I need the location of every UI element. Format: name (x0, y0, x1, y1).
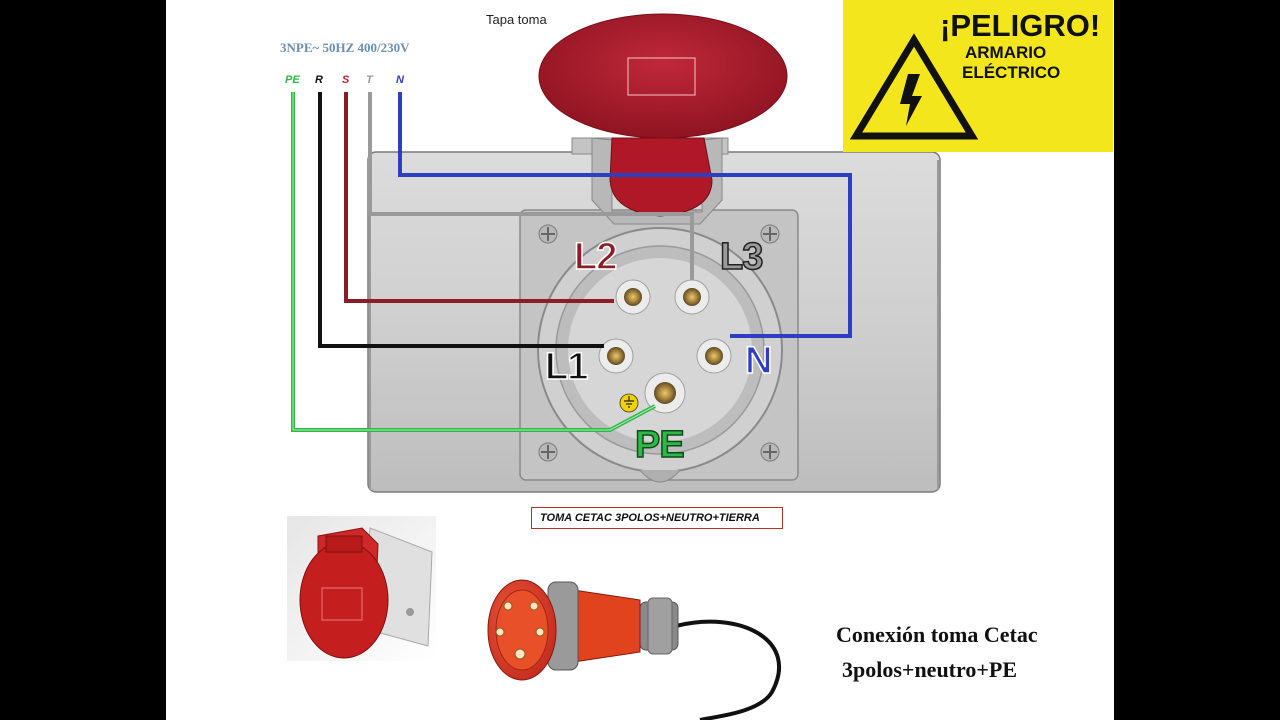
terminal-hole-l3 (674, 279, 710, 315)
terminal-hole-l2 (615, 279, 651, 315)
terminal-label-n: N (744, 339, 773, 383)
wire-r (318, 92, 604, 348)
lightning-bolt-icon (900, 74, 922, 126)
socket-photo (287, 516, 436, 661)
caption-box: TOMA CETAC 3POLOS+NEUTRO+TIERRA (531, 507, 783, 529)
socket-cover (538, 13, 788, 225)
terminal-label-l1: L1 (544, 345, 589, 389)
wire-n (398, 92, 852, 338)
screw-icon (760, 224, 780, 244)
footer-title-line2: 3polos+neutro+PE (842, 657, 1018, 682)
warning-sign (843, 0, 1113, 152)
screw-icon (760, 442, 780, 462)
screw-icon (538, 442, 558, 462)
terminal-label-l3: L3 (719, 235, 764, 279)
terminal-label-l2: L2 (573, 235, 618, 279)
wire-label-t: T (366, 74, 373, 86)
wire-label-pe: PE (285, 74, 300, 86)
wire-pe-inner (292, 92, 656, 431)
wire-t (368, 92, 694, 280)
plug-photo (487, 579, 781, 720)
supply-spec: 3NPE~ 50HZ 400/230V (280, 40, 410, 55)
warning-line1: ARMARIO (965, 43, 1047, 62)
ground-icon (619, 393, 639, 413)
footer-title-line1: Conexión toma Cetac (836, 622, 1038, 647)
wire-label-n: N (396, 74, 404, 86)
terminal-hole-l1 (598, 338, 634, 374)
wire-label-r: R (315, 74, 323, 86)
danger-triangle-icon (849, 33, 979, 140)
screw-icon (538, 224, 558, 244)
warning-title: ¡PELIGRO! (940, 8, 1101, 43)
warning-line2: ELÉCTRICO (962, 63, 1061, 82)
terminal-hole-pe (644, 372, 686, 414)
caption-text: TOMA CETAC 3POLOS+NEUTRO+TIERRA (540, 512, 760, 524)
cover-label: Tapa toma (486, 12, 547, 27)
wire-label-s: S (342, 74, 350, 86)
terminal-label-pe: PE (634, 423, 685, 467)
terminal-hole-n (696, 338, 732, 374)
wire-s (344, 92, 614, 303)
